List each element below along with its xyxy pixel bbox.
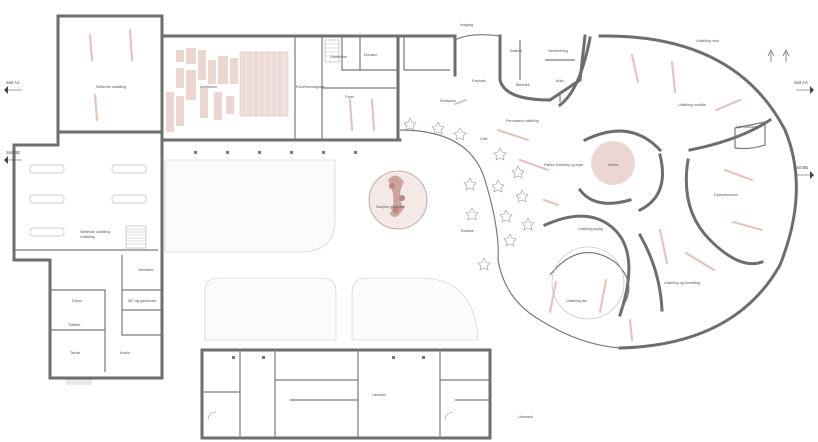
- section-label-aa-left: Snit AA: [6, 80, 20, 85]
- room-label: Indgang: [460, 23, 473, 27]
- room-label: Kontor: [120, 351, 131, 355]
- room-label: Terrasse: [460, 229, 474, 233]
- south-block: [200, 348, 492, 440]
- room-label: Fælles fordeling og foyer: [544, 163, 584, 167]
- room-label: Teknik: [70, 351, 80, 355]
- rotunda: [399, 34, 798, 350]
- section-markers: [4, 49, 814, 179]
- room-label: Auditorium: [200, 85, 217, 89]
- room-label: WC og garderobe: [128, 299, 156, 303]
- room-label: Rum/foredragssal: [296, 85, 325, 89]
- courtyards: [164, 159, 479, 341]
- room-label: Skiftende udstilling: [80, 230, 110, 234]
- room-label: Skiftende udstilling: [96, 85, 126, 89]
- room-label: Udstilling sydlig: [578, 227, 603, 231]
- stair-central: [324, 39, 340, 63]
- round-court: [368, 170, 428, 230]
- room-label: Depot: [72, 299, 82, 303]
- room-label: Udstilling og formidling: [664, 281, 700, 285]
- room-label: Arkiv: [556, 79, 564, 83]
- room-label: Reception: [440, 99, 456, 103]
- section-label-aa-right: Snit AA: [794, 80, 808, 85]
- room-label: Værksted: [138, 268, 153, 272]
- stair-west: [125, 225, 147, 249]
- section-label-bb-left: Snit BB: [6, 150, 20, 155]
- room-label: Udstilling område: [678, 103, 706, 107]
- room-label: Bibliotek: [516, 83, 530, 87]
- room-label: Lyst udstilling: [736, 125, 757, 129]
- room-label: Scene: [608, 163, 618, 167]
- room-label: Udstilling: [80, 235, 95, 239]
- room-label: Permanent udstilling: [506, 119, 539, 123]
- central-north: [160, 14, 457, 154]
- tables-west: [29, 164, 147, 237]
- section-label-bb-right: Snit BB: [794, 165, 808, 170]
- room-label: Forplads: [472, 79, 486, 83]
- cafe-seating: [403, 117, 535, 271]
- room-label: Udstilling nord: [696, 39, 719, 43]
- room-label: Elevator: [364, 53, 378, 57]
- room-label: Køkken: [510, 49, 522, 53]
- room-label: Cafe: [480, 137, 488, 141]
- west-wing: [12, 14, 402, 385]
- room-label: Udstilling øst: [566, 299, 587, 303]
- room-label: Læsesal: [372, 393, 386, 397]
- room-label: Toiletter: [68, 323, 81, 327]
- room-label: Varelevering: [548, 49, 568, 53]
- room-label: Skulptur gårdhave: [376, 205, 405, 209]
- room-label: Garderobe: [330, 55, 347, 59]
- auditorium-seating: [166, 48, 289, 132]
- room-label: Foyer: [345, 95, 355, 99]
- room-label: Udeareal: [518, 415, 533, 419]
- labels: Snit AA Snit BB Snit AA Snit BB Skiftend…: [6, 23, 808, 419]
- room-label: Oplevelsesrum: [714, 193, 738, 197]
